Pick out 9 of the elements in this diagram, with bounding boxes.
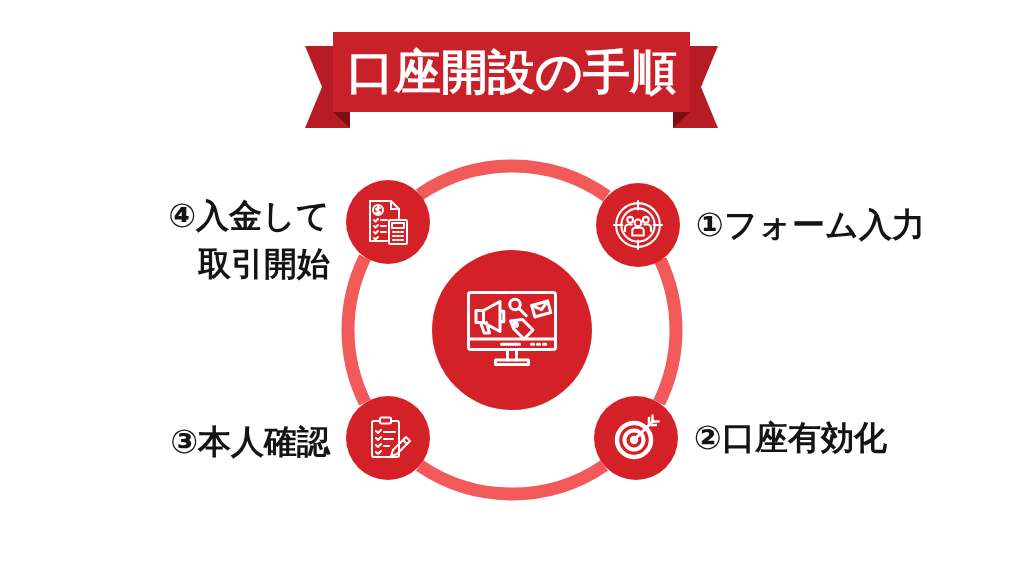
step-label: ②口座有効化 xyxy=(693,416,887,459)
banner-title: 口座開設の手順 xyxy=(346,45,677,99)
step-label: ①フォーム入力 xyxy=(695,203,925,246)
ring-segment xyxy=(653,257,683,406)
step-label: ③本人確認 xyxy=(170,420,331,463)
ring-segment xyxy=(416,159,611,202)
ring-segment xyxy=(416,459,608,501)
ring-segment xyxy=(341,254,371,406)
step-label: ④入金して取引開始 xyxy=(167,195,331,286)
